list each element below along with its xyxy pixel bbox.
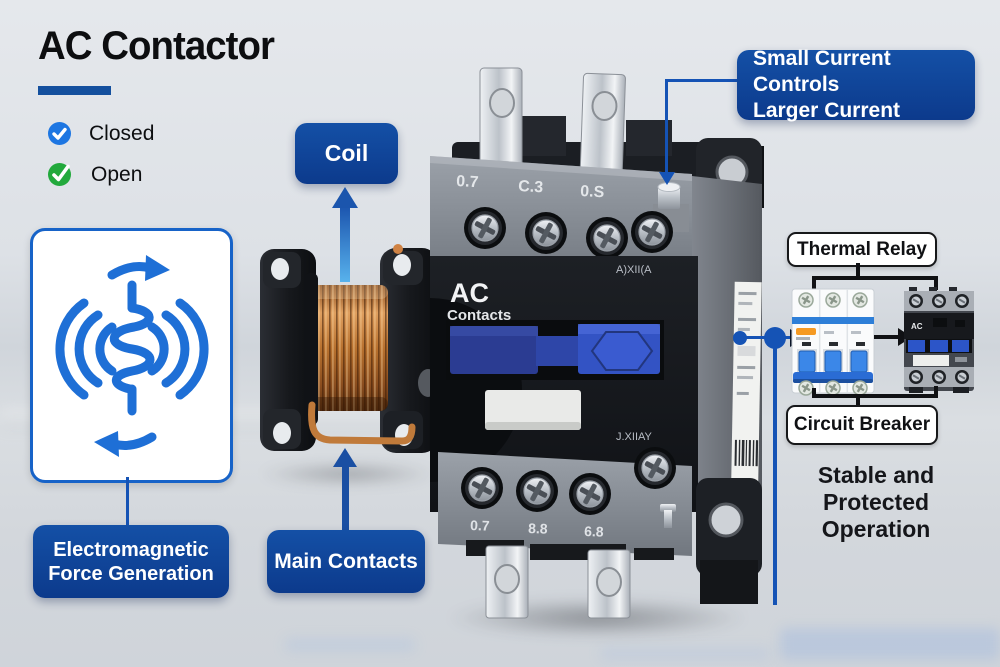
mini-contactor-photo: AC	[904, 287, 974, 393]
contactor-bottom-terminal-blade	[485, 545, 631, 619]
terminal-screw	[515, 469, 559, 513]
contactor-top-terminal-blade	[479, 67, 523, 187]
legend-item-open: Open	[47, 161, 142, 188]
schematic-line	[812, 394, 938, 398]
legend-item-closed: Closed	[47, 121, 154, 146]
terminal-screw	[585, 216, 629, 260]
connector-feed-v	[773, 345, 777, 605]
label-electromagnetic: Electromagnetic Force Generation	[33, 525, 229, 598]
schematic-line	[934, 276, 938, 290]
column-screw	[633, 446, 677, 490]
stable-line1: Stable and Protected	[817, 462, 935, 516]
electromagnetic-symbol-box	[30, 228, 233, 483]
label-circuit-breaker-text: Circuit Breaker	[793, 414, 931, 435]
label-main-contacts: Main Contacts	[267, 530, 425, 593]
check-circle-icon	[47, 161, 74, 188]
electromagnetic-force-icon	[54, 254, 209, 457]
label-main-contacts-text: Main Contacts	[274, 549, 418, 573]
terminal-screw	[463, 206, 507, 250]
terminal-marking: 0.7	[470, 517, 490, 534]
terminal-screw	[568, 472, 612, 516]
check-circle-icon	[47, 121, 72, 146]
floor-reflection	[600, 648, 770, 660]
schematic-flow-line	[874, 335, 900, 339]
legend-label-open: Open	[91, 162, 143, 186]
connector-small-current-v	[665, 79, 668, 173]
contactor-top-terminal-blade	[579, 72, 626, 188]
arrow-down-icon	[659, 172, 675, 185]
terminal-marking: 8.8	[528, 520, 548, 537]
schematic-line	[856, 263, 860, 278]
coil-right-flange	[380, 244, 438, 453]
label-small-current-line2: Larger Current	[753, 99, 901, 123]
label-electromagnetic-line2: Force Generation	[48, 562, 214, 585]
contactor-pin	[660, 504, 676, 528]
label-thermal-relay: Thermal Relay	[787, 232, 937, 267]
label-coil: Coil	[295, 123, 398, 184]
coil-left-flange	[260, 249, 318, 451]
schematic-line	[856, 394, 860, 407]
connector-em	[126, 477, 129, 526]
stable-operation-text: Stable and Protected Operation	[776, 462, 976, 543]
terminal-marking: 0.7	[456, 173, 479, 191]
node-dot-large	[764, 327, 786, 349]
device-brand-text: AC	[450, 278, 489, 308]
schematic-line	[812, 276, 816, 291]
device-brand-text2: Contacts	[447, 307, 511, 324]
column-screw	[630, 210, 674, 254]
legend-label-closed: Closed	[89, 121, 155, 145]
terminal-marking: 6.8	[584, 523, 604, 540]
contactor-mounting-ear	[696, 478, 762, 604]
title-underline	[38, 86, 111, 95]
coil-wire-tail	[308, 401, 416, 445]
page-title: AC Contactor	[38, 24, 275, 68]
terminal-marking: C.3	[518, 178, 544, 196]
coil-photo	[260, 244, 438, 453]
label-small-current-line1: Small Current Controls	[753, 46, 891, 96]
arrow-up-icon	[332, 448, 358, 530]
label-coil-text: Coil	[324, 140, 369, 166]
device-marking-bottom: J.XIIAY	[616, 431, 653, 443]
device-marking-top: A)XII(A	[616, 264, 652, 276]
label-circuit-breaker: Circuit Breaker	[786, 405, 938, 445]
label-small-current: Small Current Controls Larger Current	[737, 47, 975, 122]
arrow-up-icon	[331, 187, 359, 282]
terminal-screw	[524, 211, 568, 255]
floor-reflection	[780, 628, 1000, 660]
terminal-screw	[460, 466, 504, 510]
schematic-line	[812, 388, 816, 398]
contactor-bottom-terminal-block: 0.7 8.8 6.8	[438, 452, 692, 556]
connector-small-current-h	[666, 79, 738, 82]
schematic-line	[812, 276, 938, 280]
floor-reflection	[285, 638, 415, 652]
contactor-top-terminal-block: 0.7 C.3 0.S	[430, 156, 692, 282]
svg-text:AC: AC	[911, 322, 923, 331]
contactor-side-label	[731, 281, 762, 483]
terminal-marking: 0.S	[580, 183, 605, 201]
schematic-line	[934, 386, 938, 398]
circuit-breaker-photo	[791, 288, 875, 396]
label-electromagnetic-line1: Electromagnetic	[53, 538, 209, 561]
contactor-aux-button	[657, 182, 681, 209]
label-thermal-relay-text: Thermal Relay	[797, 238, 927, 260]
contactor-photo: 0.7 C.3 0.S AC Contacts A)XII(A J.XIIAY	[430, 67, 764, 619]
stable-line2: Operation	[821, 516, 931, 543]
